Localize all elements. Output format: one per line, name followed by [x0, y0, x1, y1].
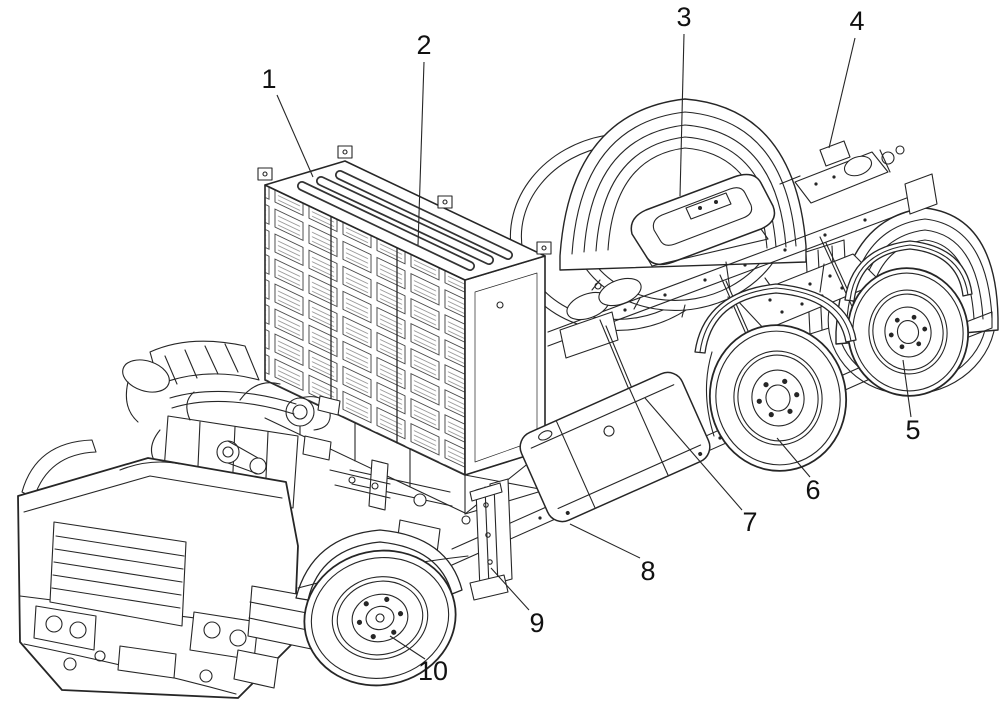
callout-label-1: 1 — [261, 64, 276, 94]
callout-label-8: 8 — [640, 556, 655, 586]
callout-label-5: 5 — [905, 415, 920, 445]
callout-label-10: 10 — [418, 656, 448, 686]
callout-leader-3 — [679, 33, 685, 197]
far-tire-tread — [591, 277, 773, 318]
callout-layer: 1 2 3 4 5 6 7 8 9 10 — [261, 2, 920, 686]
callout-label-2: 2 — [416, 30, 431, 60]
callout-label-6: 6 — [805, 475, 820, 505]
middle-wheel — [705, 324, 848, 472]
callout-leader-9 — [490, 567, 530, 611]
callout-leader-8 — [569, 523, 641, 559]
grille — [49, 521, 187, 627]
callout-label-4: 4 — [849, 6, 864, 36]
callout-leader-4 — [828, 37, 856, 149]
front-wheel — [303, 549, 457, 687]
rear-wheel — [846, 267, 970, 397]
callout-leader-2 — [417, 61, 425, 246]
near-rear-fender — [844, 240, 973, 302]
inner-dual-tire-edge — [705, 351, 715, 437]
near-middle-fender — [694, 261, 857, 354]
license-plate — [117, 645, 177, 679]
callout-leader-7 — [644, 397, 743, 511]
battery-mounting-tabs — [257, 145, 552, 255]
callout-leader-10 — [389, 635, 426, 660]
callout-leader-5 — [902, 359, 912, 418]
callout-label-9: 9 — [529, 608, 544, 638]
cab-front — [17, 439, 331, 699]
rear-frame-end — [779, 140, 938, 215]
callout-label-7: 7 — [742, 507, 757, 537]
rear-deck-box — [630, 173, 776, 267]
callout-leader-1 — [276, 94, 314, 178]
frame-accessories — [559, 277, 642, 359]
callout-leader-6 — [776, 437, 811, 478]
mounting-bracket — [469, 478, 513, 601]
far-front-fender — [21, 439, 97, 499]
battery-pack — [257, 145, 552, 515]
tank — [519, 371, 711, 523]
callout-label-3: 3 — [676, 2, 691, 32]
